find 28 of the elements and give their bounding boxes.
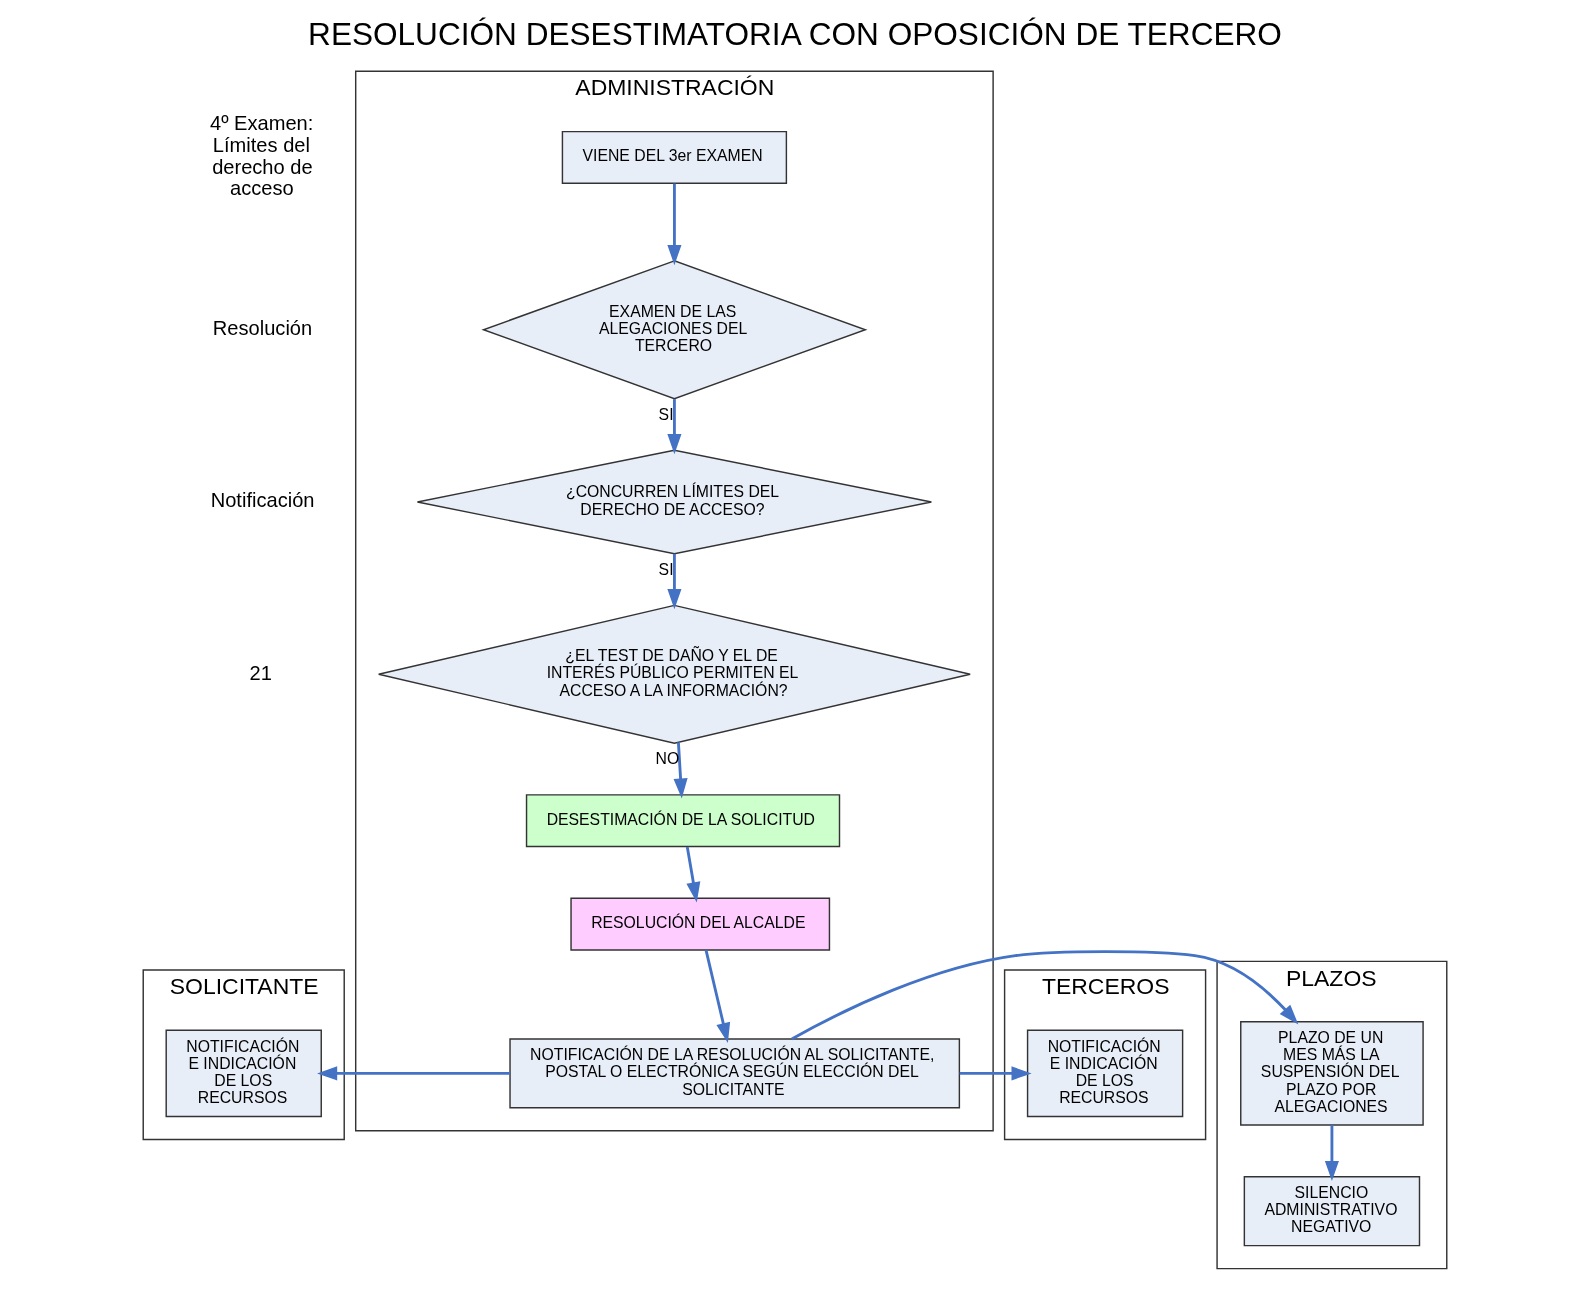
arrow [790, 950, 1298, 1041]
edge-label: SI [658, 405, 674, 423]
arrow [959, 1066, 1032, 1081]
node-diamond: EXAMEN DE LAS ALEGACIONES DEL TERCERO [480, 260, 867, 400]
node-box: PLAZO DE UN MES MÁS LA SUSPENSIÓN DEL PLAZO POR ALEGACIONES [1239, 1021, 1424, 1126]
node-box: NOTIFICACIÓN E INDICACIÓN DE LOS RECURSOS [165, 1029, 322, 1118]
node-box: RESOLUCIÓN DEL ALCALDE [569, 897, 830, 951]
edge-label: SI [658, 560, 674, 578]
node-diamond: ¿CONCURREN LÍMITES DEL DERECHO DE ACCESO? [416, 449, 932, 555]
node-box: NOTIFICACIÓN E INDICACIÓN DE LOS RECURSOS [1026, 1029, 1183, 1118]
label: Notificación [210, 489, 314, 512]
arrow [685, 846, 700, 903]
diagram-title: RESOLUCIÓN DESESTIMATORIA CON OPOSICIÓN DE TERCERO [307, 15, 1282, 52]
arrow [673, 742, 688, 799]
node-box: NOTIFICACIÓN DE LA RESOLUCIÓN AL SOLICITANTE, POSTAL O ELECTRÓNICA SEGÚN ELECCIÓN DEL SOLICITANTE [508, 1038, 960, 1109]
label: Resolución [212, 317, 312, 340]
label: 4º Examen: Límites del derecho de acceso [209, 112, 313, 200]
arrow [666, 553, 681, 610]
node-box: SILENCIO ADMINISTRATIVO NEGATIVO [1243, 1176, 1420, 1247]
node-box: DESESTIMACIÓN DE LA SOLICITUD [525, 794, 840, 848]
arrow [316, 1066, 510, 1081]
node-diamond: ¿EL TEST DE DAÑO Y EL DE INTERÉS PÚBLICO PERMITEN EL ACCESO A LA INFORMACIÓN? [377, 604, 971, 744]
arrow [666, 183, 681, 266]
arrow [1324, 1125, 1339, 1181]
label: 21 [248, 661, 272, 684]
arrow [704, 950, 730, 1043]
node-box: VIENE DEL 3er EXAMEN [561, 130, 787, 184]
arrow [666, 399, 681, 455]
